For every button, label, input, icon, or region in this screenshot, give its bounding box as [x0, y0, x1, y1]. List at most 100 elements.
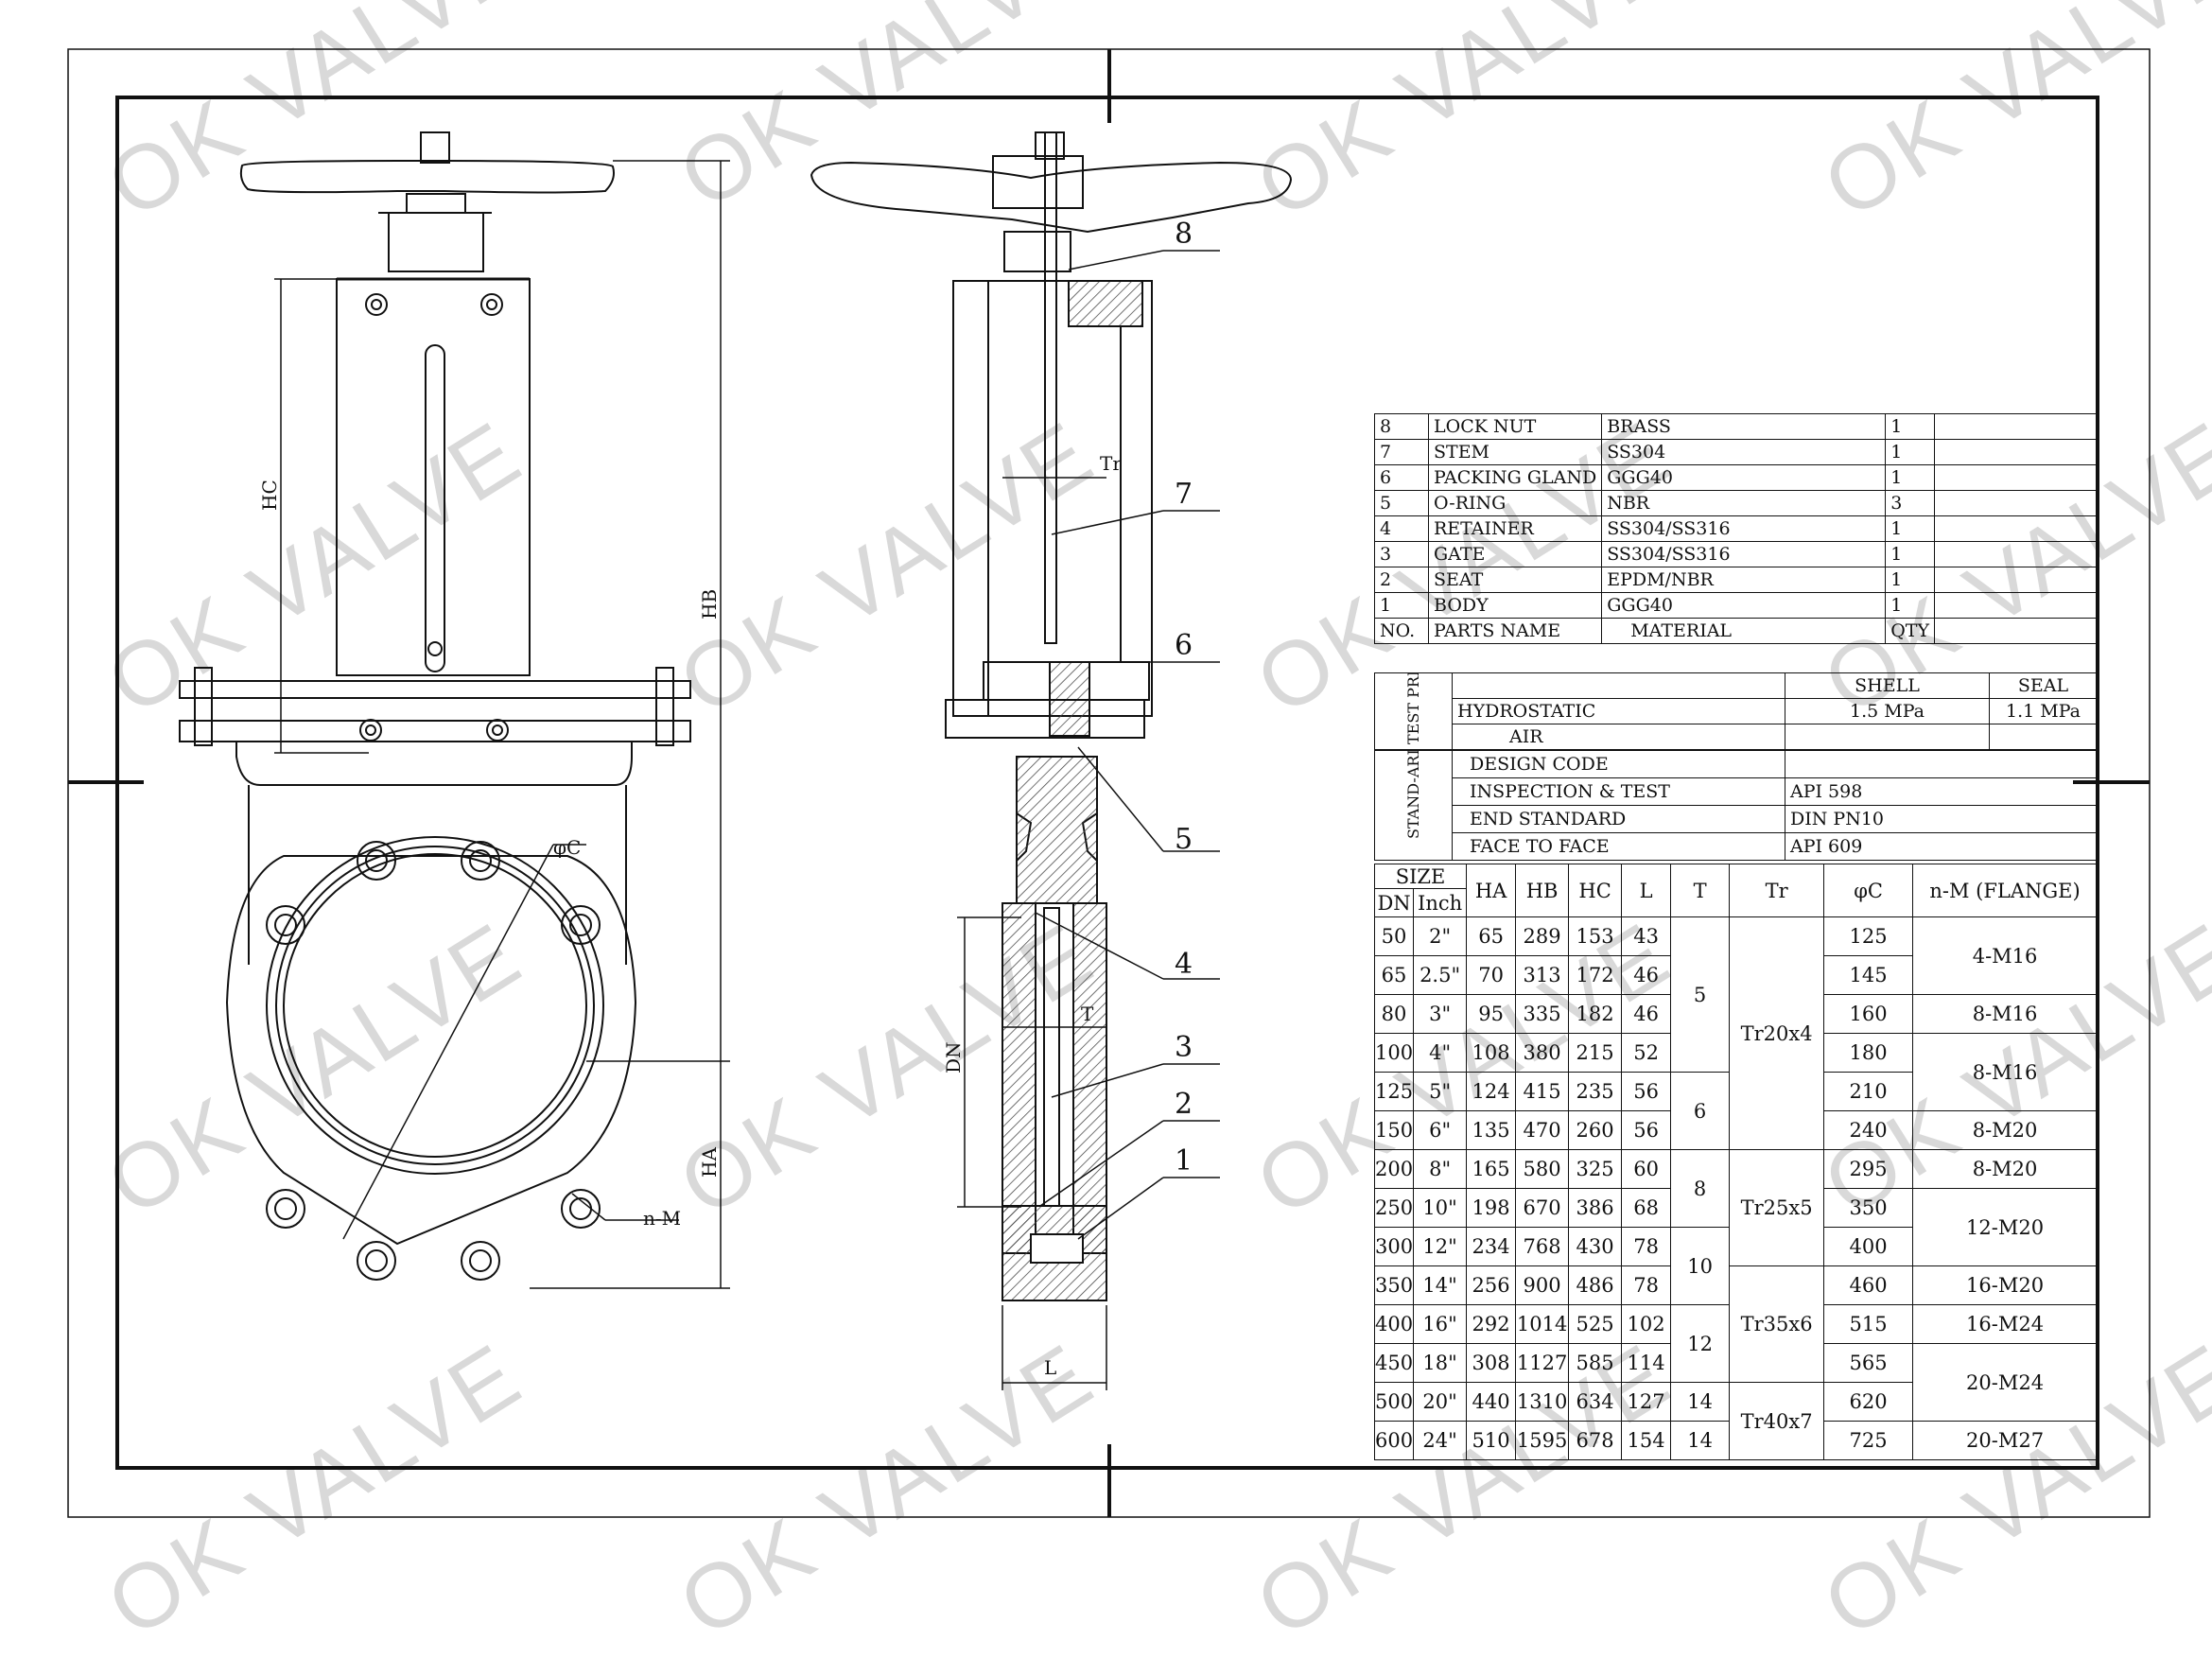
dim-label-l: L [1044, 1356, 1057, 1379]
cell-phi-c: 180 [1823, 1033, 1914, 1073]
cell-nm: 16-M24 [1912, 1304, 2098, 1344]
cell-hc: 172 [1568, 955, 1623, 995]
cell-dn: 125 [1373, 1072, 1415, 1111]
callout-3: 3 [1175, 1031, 1193, 1064]
cell-nm: 8-M20 [1912, 1149, 2098, 1189]
cell-phi-c: 350 [1823, 1188, 1914, 1228]
cell-phi-c: 210 [1823, 1072, 1914, 1111]
cell-hb: 1014 [1515, 1304, 1570, 1344]
cell-phi-c: 145 [1823, 955, 1914, 995]
cell-nm: 16-M20 [1912, 1265, 2098, 1305]
cell-inch: 18" [1413, 1343, 1468, 1383]
cell-phi-c: 400 [1823, 1227, 1914, 1266]
cell-dn: 250 [1373, 1188, 1415, 1228]
cell-l: 114 [1621, 1343, 1672, 1383]
drawing-sheet: OK VALVE OK VALVE OK VALVE OK VALVE OK V… [67, 0, 2212, 1657]
cell-ha: 108 [1466, 1033, 1517, 1073]
cell-nm: 4-M16 [1912, 916, 2098, 995]
cell-dn: 65 [1373, 955, 1415, 995]
part-note [1934, 515, 2098, 542]
cell-hb: 415 [1515, 1072, 1570, 1111]
part-qty: 3 [1885, 490, 1936, 516]
part-no: 7 [1374, 439, 1429, 465]
front-view [179, 131, 730, 1289]
part-qty: 1 [1885, 541, 1936, 567]
cell-dn: 150 [1373, 1110, 1415, 1150]
cell-phi-c: 295 [1823, 1149, 1914, 1189]
cell-l: 52 [1621, 1033, 1672, 1073]
part-note [1934, 592, 2098, 619]
part-qty: 1 [1885, 567, 1936, 593]
cell-ha: 124 [1466, 1072, 1517, 1111]
cell-t: 14 [1670, 1382, 1731, 1422]
cell-hc: 486 [1568, 1265, 1623, 1305]
cell-l: 56 [1621, 1110, 1672, 1150]
cell-hc: 260 [1568, 1110, 1623, 1150]
cell-ha: 65 [1466, 916, 1517, 956]
cell-phi-c: 125 [1823, 916, 1914, 956]
cell-nm: 20-M24 [1912, 1343, 2098, 1422]
cell-dn: 350 [1373, 1265, 1415, 1305]
cell-hb: 313 [1515, 955, 1570, 995]
part-no: 5 [1374, 490, 1429, 516]
standard-value: API 609 [1785, 832, 2098, 861]
part-name: GATE [1427, 541, 1603, 567]
header-size: SIZE [1373, 864, 1468, 889]
callout-4: 4 [1175, 948, 1193, 981]
part-note [1934, 541, 2098, 567]
part-no: 1 [1374, 592, 1429, 619]
cell-dn: 300 [1373, 1227, 1415, 1266]
cell-nm: 8-M20 [1912, 1110, 2098, 1150]
header-nm: n-M (FLANGE) [1912, 864, 2098, 917]
dim-label-dn: DN [942, 1041, 965, 1073]
standard-name: FACE TO FACE [1452, 832, 1785, 861]
dim-label-tr: Tr [1100, 452, 1122, 475]
cell-hb: 1595 [1515, 1421, 1570, 1460]
cell-hc: 678 [1568, 1421, 1623, 1460]
cell-t: 8 [1670, 1149, 1731, 1228]
part-note [1934, 413, 2098, 440]
cell-ha: 95 [1466, 994, 1517, 1034]
part-name: RETAINER [1427, 515, 1603, 542]
cell-l: 78 [1621, 1265, 1672, 1305]
cell-inch: 4" [1413, 1033, 1468, 1073]
seal-value: 1.1 MPa [1989, 698, 2098, 724]
cell-dn: 200 [1373, 1149, 1415, 1189]
standard-name: DESIGN CODE [1452, 750, 1785, 778]
header-inch: Inch [1413, 888, 1468, 917]
cell-ha: 440 [1466, 1382, 1517, 1422]
cell-ha: 308 [1466, 1343, 1517, 1383]
part-material: SS304/SS316 [1601, 515, 1887, 542]
part-material: GGG40 [1601, 464, 1887, 491]
cell-t: 14 [1670, 1421, 1731, 1460]
cell-phi-c: 565 [1823, 1343, 1914, 1383]
cell-hc: 215 [1568, 1033, 1623, 1073]
cell-hc: 325 [1568, 1149, 1623, 1189]
cell-phi-c: 515 [1823, 1304, 1914, 1344]
header-phi-c: φC [1823, 864, 1914, 917]
air-label: AIR [1452, 724, 1785, 750]
header-material: MATERIAL [1601, 618, 1887, 644]
cell-hb: 1310 [1515, 1382, 1570, 1422]
cell-ha: 234 [1466, 1227, 1517, 1266]
part-qty: 1 [1885, 464, 1936, 491]
cell-hb: 380 [1515, 1033, 1570, 1073]
cell-nm: 8-M16 [1912, 994, 2098, 1034]
